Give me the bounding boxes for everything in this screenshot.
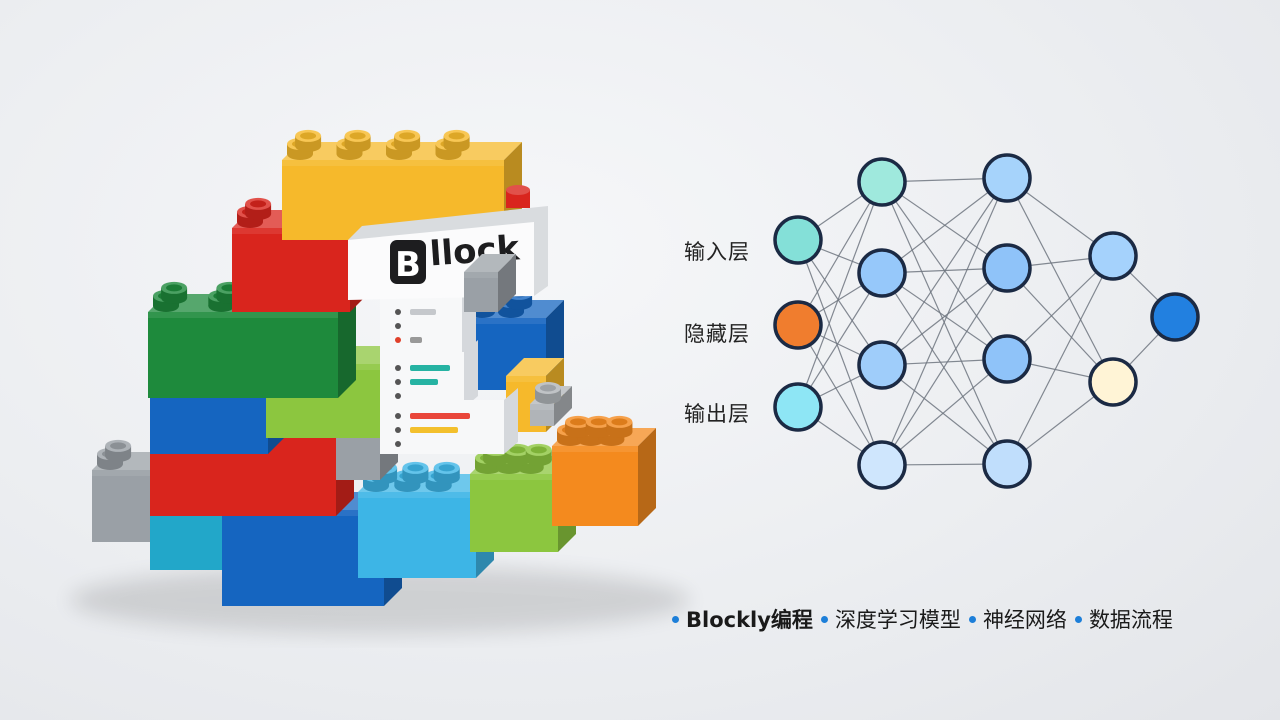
network-node (857, 440, 907, 490)
network-node (982, 243, 1032, 293)
network-node (773, 300, 823, 350)
brick-lime-bottom (470, 443, 576, 552)
network-edge (881, 267, 1008, 466)
bullet-icon (820, 615, 828, 623)
network-node (1088, 231, 1138, 281)
brick-gray-small (530, 382, 572, 426)
network-edge (881, 364, 1008, 465)
brick-yellow-top (282, 129, 522, 240)
caption-item-neural-network: 神经网络 (968, 604, 1067, 634)
brick-orange-bottom (552, 415, 656, 526)
network-node (1150, 292, 1200, 342)
network-node (773, 382, 823, 432)
network-edge (1006, 177, 1114, 383)
caption-item-blockly: Blockly编程 (672, 604, 813, 634)
network-edge (881, 177, 1008, 466)
network-edge (797, 239, 883, 366)
network-edge (797, 272, 883, 408)
network-node (773, 215, 823, 265)
code-block-3 (380, 388, 518, 454)
layer-label-output: 输出层 (684, 402, 750, 426)
code-block-2 (380, 340, 478, 408)
network-node (982, 439, 1032, 489)
caption-item-data-flow: 数据流程 (1074, 604, 1173, 634)
caption-bar: Blockly编程 深度学习模型 神经网络 数据流程 (672, 602, 1272, 636)
network-edge (797, 181, 883, 408)
logo-initial: B (395, 245, 421, 285)
bullet-icon (968, 615, 976, 623)
caption-text: 神经网络 (982, 608, 1067, 632)
network-edge (1006, 255, 1114, 465)
brick-gray-corner (464, 254, 516, 312)
code-blocks (380, 284, 518, 454)
network-edge (797, 239, 883, 466)
network-node (982, 153, 1032, 203)
layer-label-hidden: 隐藏层 (684, 322, 750, 346)
brick-lightblue-bottom (358, 461, 494, 578)
layer-label-input: 输入层 (684, 240, 750, 264)
network-node (857, 340, 907, 390)
bullet-icon (1074, 615, 1082, 623)
network-edges (797, 177, 1176, 466)
network-edge (881, 358, 1008, 466)
network-edge (797, 181, 883, 326)
network-edge (881, 267, 1008, 366)
bullet-icon (672, 615, 679, 623)
network-node (982, 334, 1032, 384)
logo-b-box (390, 240, 426, 284)
caption-item-deep-learning: 深度学习模型 (820, 604, 961, 634)
network-node (1088, 357, 1138, 407)
caption-text: 数据流程 (1088, 608, 1173, 632)
network-node (857, 248, 907, 298)
caption-text: Blockly编程 (686, 608, 813, 632)
network-node (857, 157, 907, 207)
network-edge (881, 177, 1008, 366)
network-edge (1006, 267, 1114, 383)
network-edge (797, 324, 883, 466)
network-edge (881, 272, 1008, 465)
network-nodes (773, 153, 1200, 490)
network-edge (881, 177, 1008, 274)
caption-text: 深度学习模型 (834, 608, 961, 632)
